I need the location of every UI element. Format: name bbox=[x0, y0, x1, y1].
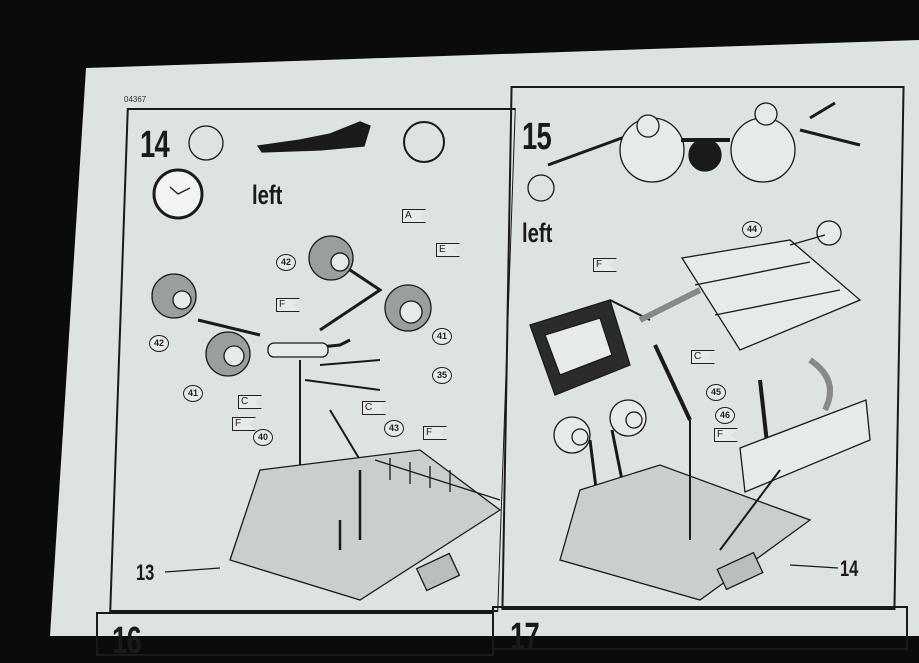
step-number: 15 bbox=[522, 116, 552, 158]
step-number: 17 bbox=[510, 616, 540, 658]
assembly-part-number: 14 bbox=[840, 556, 859, 581]
assembly-part-number: 13 bbox=[136, 560, 155, 585]
asterisk-detail-icon bbox=[636, 114, 660, 138]
step-number: 16 bbox=[112, 620, 142, 662]
part-callout: 42 bbox=[276, 254, 296, 271]
glue-icon bbox=[188, 125, 224, 161]
color-flag: F bbox=[232, 417, 256, 431]
part-callout: 41 bbox=[183, 385, 203, 402]
part-callout: 44 bbox=[742, 221, 762, 238]
side-label: left bbox=[522, 218, 553, 248]
sheet-code: 04367 bbox=[124, 95, 147, 104]
asterisk-detail-icon bbox=[754, 102, 778, 126]
aircraft-front-view-icon bbox=[688, 138, 722, 172]
question-icon bbox=[403, 121, 445, 163]
part-callout: 42 bbox=[149, 335, 169, 352]
aircraft-silhouette-icon bbox=[256, 121, 371, 153]
assembly-drawings bbox=[151, 101, 871, 601]
part-callout: 43 bbox=[384, 420, 404, 437]
part-callout: 46 bbox=[715, 407, 735, 424]
part-callout: 40 bbox=[253, 429, 273, 446]
glue-icon bbox=[527, 174, 555, 202]
part-callout: 35 bbox=[432, 367, 452, 384]
side-label: left bbox=[252, 180, 283, 210]
part-callout: 45 bbox=[706, 384, 726, 401]
part-callout: 41 bbox=[432, 328, 452, 345]
step-number: 14 bbox=[140, 124, 170, 166]
color-flag: C bbox=[362, 401, 386, 415]
